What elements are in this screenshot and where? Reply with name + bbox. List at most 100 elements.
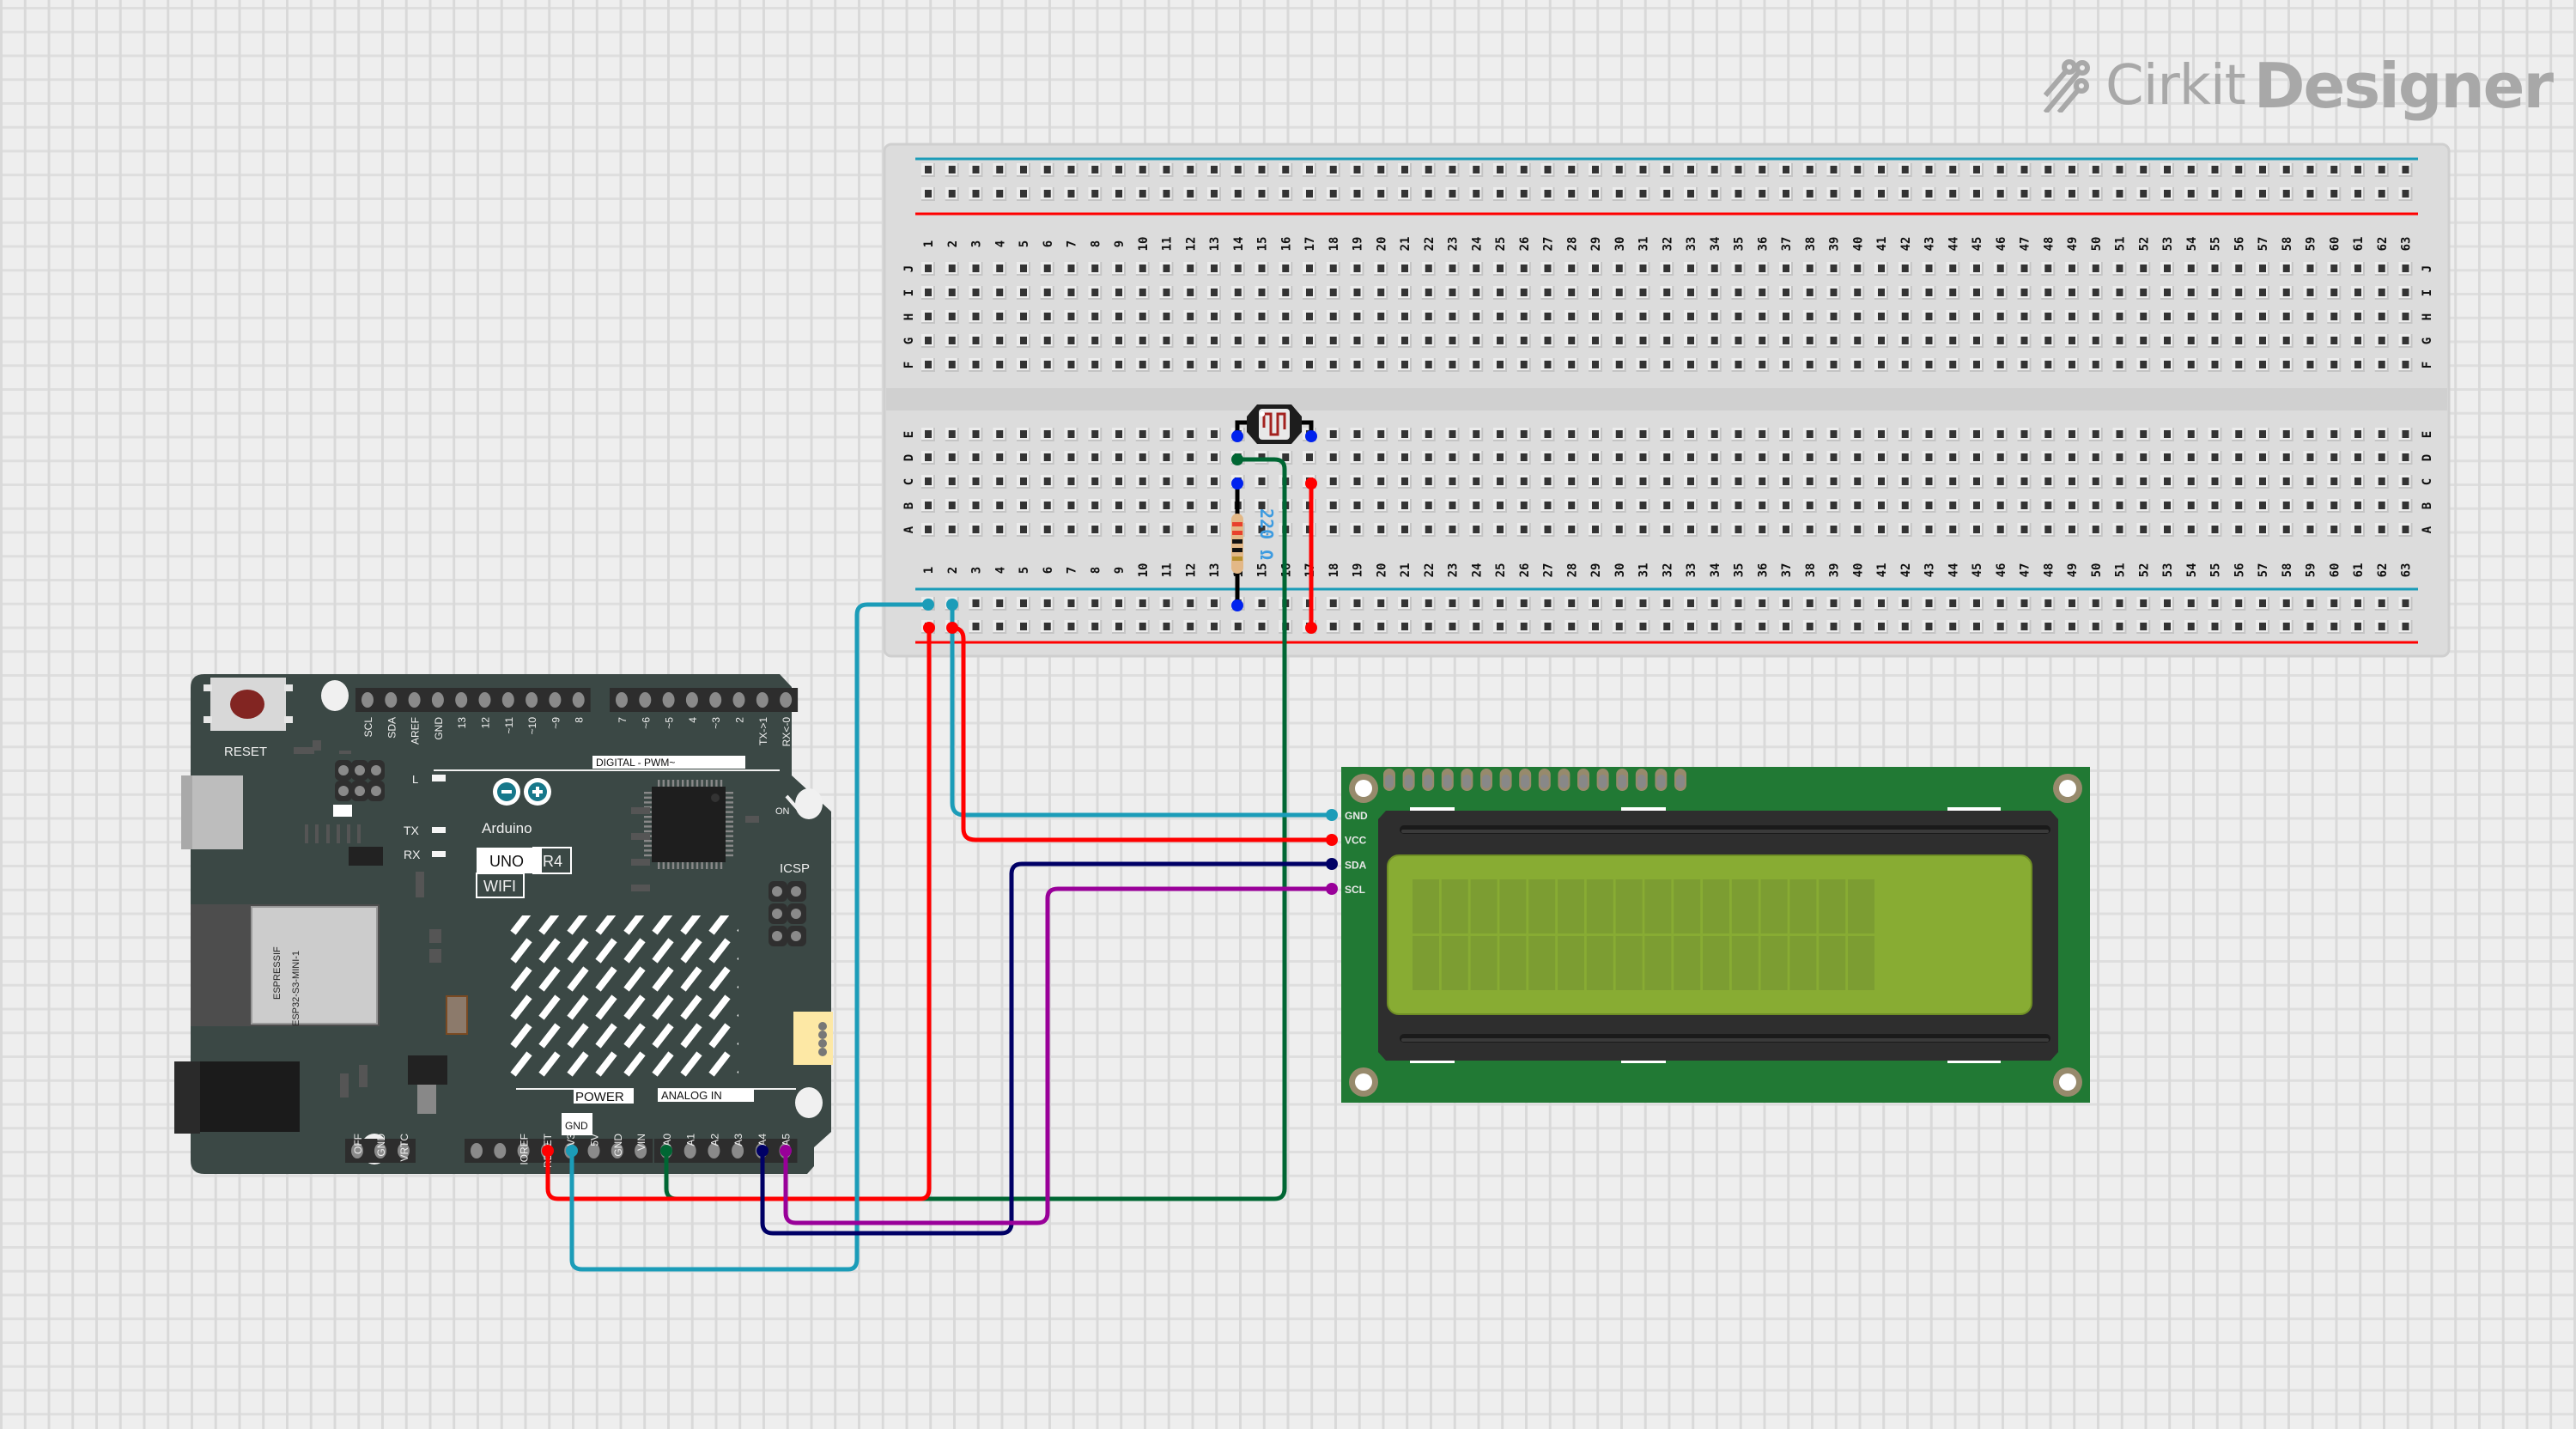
hole-I8[interactable] — [1088, 286, 1103, 300]
hole-F21[interactable] — [1398, 358, 1412, 372]
rail-hole[interactable] — [1660, 163, 1674, 177]
hole-E6[interactable] — [1040, 428, 1054, 441]
hole-A43[interactable] — [1922, 523, 1936, 537]
hole-A9[interactable] — [1112, 523, 1126, 537]
hole-C4[interactable] — [993, 475, 1007, 489]
hole-I44[interactable] — [1946, 286, 1960, 300]
hole-I17[interactable] — [1303, 286, 1316, 300]
hole-H2[interactable] — [945, 310, 959, 324]
rail-hole[interactable] — [1421, 187, 1436, 201]
rail-hole[interactable] — [1970, 187, 1984, 201]
hole-G34[interactable] — [1707, 334, 1722, 348]
hole-I16[interactable] — [1279, 286, 1293, 300]
hole-I48[interactable] — [2041, 286, 2056, 300]
hole-B36[interactable] — [1755, 499, 1770, 513]
hole-B19[interactable] — [1350, 499, 1364, 513]
hole-E43[interactable] — [1922, 428, 1936, 441]
hole-I49[interactable] — [2065, 286, 2079, 300]
hole-D29[interactable] — [1589, 451, 1602, 465]
hole-F12[interactable] — [1183, 358, 1198, 372]
hole-G21[interactable] — [1398, 334, 1412, 348]
hole-F3[interactable] — [969, 358, 983, 372]
hole-C54[interactable] — [2184, 475, 2198, 489]
hole-J63[interactable] — [2398, 262, 2413, 276]
hole-A44[interactable] — [1946, 523, 1960, 537]
wire-endpoint[interactable] — [1305, 622, 1317, 634]
hole-F52[interactable] — [2136, 358, 2151, 372]
rail-hole[interactable] — [1755, 163, 1770, 177]
wire-endpoint[interactable] — [1326, 883, 1338, 895]
digital-left-pin[interactable] — [478, 692, 491, 708]
rail-hole[interactable] — [1540, 187, 1555, 201]
rail-hole[interactable] — [1540, 597, 1555, 611]
rail-hole[interactable] — [1874, 597, 1888, 611]
hole-I39[interactable] — [1826, 286, 1841, 300]
hole-E1[interactable] — [921, 428, 935, 441]
hole-I45[interactable] — [1970, 286, 1984, 300]
hole-J50[interactable] — [2088, 262, 2103, 276]
hole-G14[interactable] — [1230, 334, 1245, 348]
rail-hole[interactable] — [1826, 187, 1841, 201]
hole-A35[interactable] — [1731, 523, 1746, 537]
hole-J9[interactable] — [1112, 262, 1126, 276]
hole-I58[interactable] — [2279, 286, 2293, 300]
hole-G53[interactable] — [2160, 334, 2174, 348]
hole-D54[interactable] — [2184, 451, 2198, 465]
hole-D21[interactable] — [1398, 451, 1412, 465]
rail-hole[interactable] — [2088, 620, 2103, 634]
hole-H34[interactable] — [1707, 310, 1722, 324]
hole-G7[interactable] — [1064, 334, 1078, 348]
rail-hole[interactable] — [1684, 187, 1698, 201]
hole-H4[interactable] — [993, 310, 1007, 324]
rail-hole[interactable] — [1445, 597, 1460, 611]
hole-D44[interactable] — [1946, 451, 1960, 465]
hole-J38[interactable] — [1802, 262, 1817, 276]
rail-hole[interactable] — [921, 163, 935, 177]
hole-E22[interactable] — [1421, 428, 1436, 441]
rail-hole[interactable] — [2351, 187, 2365, 201]
hole-G49[interactable] — [2065, 334, 2079, 348]
rail-hole[interactable] — [2351, 620, 2365, 634]
rail-hole[interactable] — [2184, 620, 2198, 634]
rail-hole[interactable] — [2112, 187, 2127, 201]
hole-E39[interactable] — [1826, 428, 1841, 441]
hole-A24[interactable] — [1469, 523, 1484, 537]
hole-I21[interactable] — [1398, 286, 1412, 300]
digital-left-pin[interactable] — [455, 692, 468, 708]
hole-F56[interactable] — [2232, 358, 2246, 372]
hole-H52[interactable] — [2136, 310, 2151, 324]
hole-H6[interactable] — [1040, 310, 1054, 324]
hole-C29[interactable] — [1589, 475, 1602, 489]
hole-G50[interactable] — [2088, 334, 2103, 348]
hole-C42[interactable] — [1898, 475, 1912, 489]
rail-hole[interactable] — [1660, 187, 1674, 201]
rail-hole[interactable] — [2065, 620, 2079, 634]
hole-I63[interactable] — [2398, 286, 2413, 300]
hole-F58[interactable] — [2279, 358, 2293, 372]
power-pin[interactable] — [611, 1143, 623, 1158]
hole-A61[interactable] — [2351, 523, 2365, 537]
hole-H46[interactable] — [1993, 310, 2008, 324]
hole-G63[interactable] — [2398, 334, 2413, 348]
hole-J43[interactable] — [1922, 262, 1936, 276]
hole-C36[interactable] — [1755, 475, 1770, 489]
hole-J26[interactable] — [1516, 262, 1531, 276]
rtc-pin[interactable] — [398, 1143, 410, 1158]
resistor-220-ohm[interactable]: 220 Ω — [1231, 477, 1277, 611]
digital-left-pin[interactable] — [549, 692, 562, 708]
hole-D42[interactable] — [1898, 451, 1912, 465]
rail-hole[interactable] — [1850, 597, 1865, 611]
rail-hole[interactable] — [1636, 163, 1650, 177]
hole-I9[interactable] — [1112, 286, 1126, 300]
rail-hole[interactable] — [2398, 163, 2413, 177]
hole-C45[interactable] — [1970, 475, 1984, 489]
hole-I1[interactable] — [921, 286, 935, 300]
hole-J15[interactable] — [1255, 262, 1269, 276]
rail-hole[interactable] — [1707, 163, 1722, 177]
hole-B23[interactable] — [1445, 499, 1460, 513]
rail-hole[interactable] — [1112, 187, 1126, 201]
hole-A18[interactable] — [1326, 523, 1340, 537]
rail-hole[interactable] — [1731, 620, 1746, 634]
rail-hole[interactable] — [1779, 597, 1793, 611]
rail-hole[interactable] — [1398, 187, 1412, 201]
